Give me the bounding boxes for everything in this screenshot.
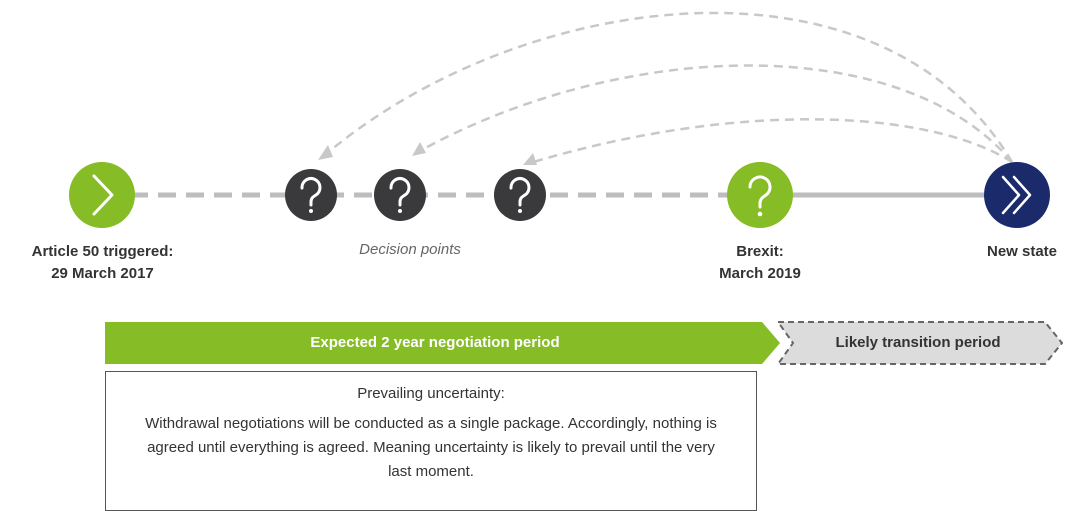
transition-period-band	[776, 321, 1064, 365]
question-mark-icon	[509, 177, 531, 207]
timeline-diagram	[69, 11, 1064, 365]
return-arc-1	[324, 11, 1014, 163]
article50-label-line2: 29 March 2017	[51, 265, 154, 282]
return-arc-2	[417, 64, 1013, 163]
uncertainty-body: Withdrawal negotiations will be conducte…	[145, 415, 717, 480]
negotiation-period-band	[105, 322, 780, 364]
question-mark-icon	[300, 177, 322, 207]
decision-point-2	[374, 169, 426, 221]
article50-node	[69, 162, 135, 228]
decision-point-3	[494, 169, 546, 221]
arc-arrowhead-3	[523, 153, 537, 165]
question-mark-icon	[748, 175, 772, 209]
brexit-label-line1: Brexit:	[736, 243, 784, 260]
brexit-node	[727, 162, 793, 228]
article50-label-line1: Article 50 triggered:	[31, 243, 174, 260]
transition-period-label: Likely transition period	[835, 334, 1001, 351]
question-mark-icon	[389, 177, 411, 207]
new-state-node	[984, 162, 1050, 228]
chevron-right-icon	[92, 174, 114, 216]
brexit-label: Brexit: March 2019	[690, 241, 830, 285]
uncertainty-box: Prevailing uncertainty: Withdrawal negot…	[105, 371, 757, 511]
decision-point-1	[285, 169, 337, 221]
arc-arrowhead-1	[318, 145, 333, 160]
uncertainty-title: Prevailing uncertainty:	[357, 385, 505, 402]
double-chevron-right-icon	[1001, 175, 1032, 215]
return-arc-3	[529, 118, 1013, 165]
article50-label: Article 50 triggered: 29 March 2017	[0, 241, 205, 285]
arc-arrowhead-2	[412, 142, 426, 156]
decision-points-label: Decision points	[359, 241, 461, 258]
new-state-label: New state	[986, 243, 1058, 260]
negotiation-period-label: Expected 2 year negotiation period	[310, 334, 560, 351]
brexit-label-line2: March 2019	[719, 265, 801, 282]
